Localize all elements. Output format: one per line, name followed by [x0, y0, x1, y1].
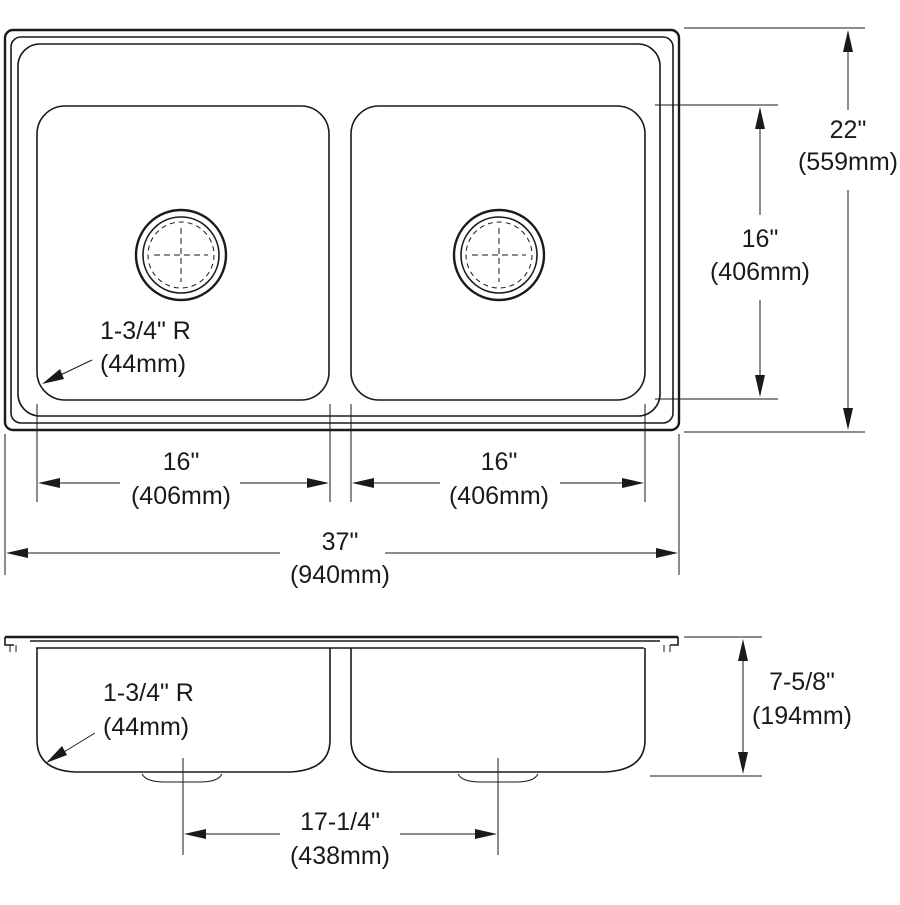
overall-width-inch: 37" [322, 528, 359, 556]
right-bowl-width-dimension: 16" (406mm) [352, 448, 644, 510]
top-corner-radius-inch: 1-3/4" R [100, 317, 191, 345]
sink-deck [17, 43, 661, 417]
bowl-depth-dimension: 16" (406mm) [655, 104, 810, 400]
front-corner-radius-mm: (44mm) [103, 713, 189, 741]
overall-depth-dimension: 22" (559mm) [684, 27, 898, 433]
right-bowl-width-inch: 16" [481, 448, 518, 476]
left-bowl-width-mm: (406mm) [131, 482, 231, 510]
front-corner-radius-inch: 1-3/4" R [103, 679, 194, 707]
bowl-depth-inch: 16" [742, 225, 779, 253]
front-corner-radius-callout: 1-3/4" R (44mm) [46, 679, 194, 763]
drain-spacing-inch: 17-1/4" [300, 808, 380, 836]
bowl-height-inch: 7-5/8" [769, 668, 835, 696]
left-drain [134, 208, 228, 302]
right-bowl [350, 105, 646, 401]
left-bowl-width-inch: 16" [163, 448, 200, 476]
sink-outer-rim [3, 28, 681, 432]
bowl-height-mm: (194mm) [752, 702, 852, 730]
left-bowl-width-dimension: 16" (406mm) [38, 448, 329, 510]
right-bowl-profile [350, 648, 646, 773]
overall-width-dimension: 37" (940mm) [6, 528, 678, 589]
left-bowl [36, 105, 330, 401]
overall-width-mm: (940mm) [290, 561, 390, 589]
left-bowl-profile [36, 648, 331, 773]
top-view: 22" (559mm) 16" (406mm) 1-3/4" R (44mm) [3, 27, 898, 589]
drain-spacing-dimension: 17-1/4" (438mm) [182, 758, 499, 870]
sink-rim-inner-edge [10, 36, 674, 424]
bowl-height-dimension: 7-5/8" (194mm) [650, 636, 852, 777]
right-bowl-width-mm: (406mm) [449, 482, 549, 510]
right-drain [452, 208, 546, 302]
bowl-depth-mm: (406mm) [710, 258, 810, 286]
top-corner-radius-mm: (44mm) [100, 350, 186, 378]
drain-spacing-mm: (438mm) [290, 842, 390, 870]
front-view: 7-5/8" (194mm) 1-3/4" R (44mm) 17-1/4" (… [4, 635, 852, 870]
overall-depth-inch: 22" [830, 116, 867, 144]
overall-depth-mm: (559mm) [798, 148, 898, 176]
top-corner-radius-callout: 1-3/4" R (44mm) [42, 317, 191, 384]
